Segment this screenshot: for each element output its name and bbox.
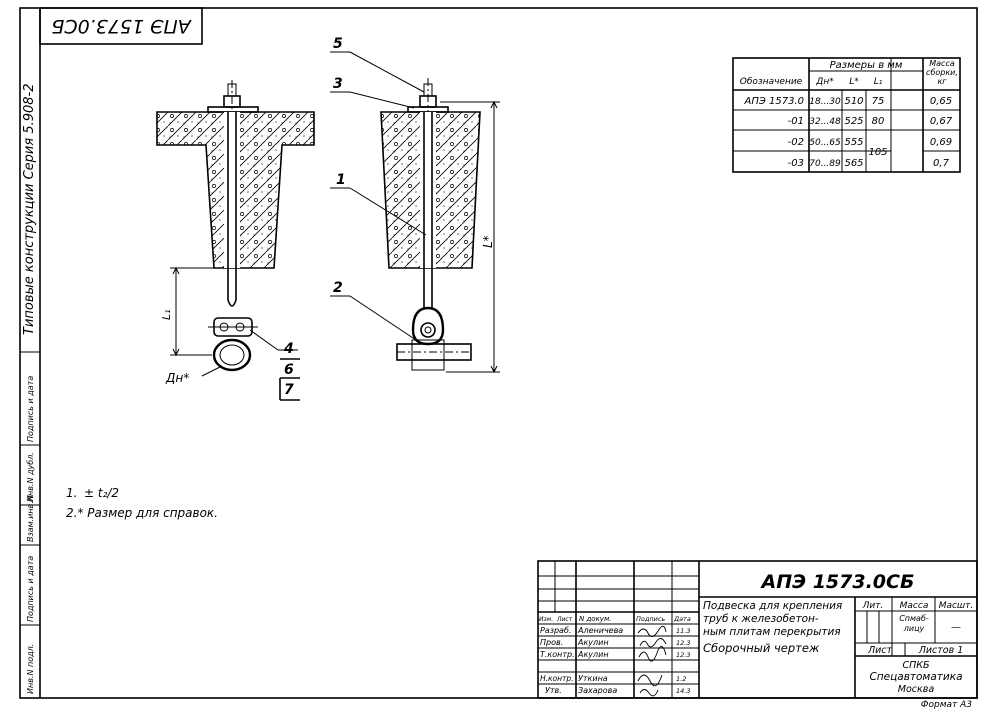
org-2: Москва [898, 684, 935, 695]
pipe-clamp-left [212, 338, 252, 372]
role-3: Подпись [636, 615, 665, 623]
role-0: Изм. [539, 616, 553, 623]
spec-table: Размеры в мм Обозначение Дн* L* L₁ Масса… [732, 57, 961, 173]
person-1-date: 12.3 [676, 639, 690, 647]
strip-label-3: Инв.N дубл. [26, 452, 35, 502]
dim-l1-left: L₁ [160, 309, 173, 320]
spec-r2-c2: 555 [844, 137, 863, 148]
person-0-name: Аленичева [577, 626, 623, 635]
org-1: Спецавтоматика [869, 671, 962, 683]
spec-r1-c1: 32...48 [809, 117, 841, 127]
label-scale: Масшт. [939, 601, 974, 611]
callout-3: 3 [333, 76, 343, 92]
spec-header-group: Размеры в мм [830, 60, 903, 71]
note-1-expr: ± t₂/2 [84, 486, 119, 500]
person-1-name: Акулин [577, 638, 609, 647]
spec-header-2: L* [849, 77, 859, 87]
spec-r1-c3: 80 [872, 116, 885, 127]
label-sheet: Лист [867, 645, 893, 656]
person-1-role: Пров. [540, 638, 563, 647]
person-0-role: Разраб. [540, 626, 571, 635]
callout-5: 5 [333, 36, 343, 52]
role-1: Лист [556, 616, 573, 623]
left-view: L₁ Дн* [156, 80, 315, 385]
callout-1: 1 [336, 172, 346, 188]
strip-label-4: Подпись и дата [26, 376, 35, 442]
person-3-date: 1.2 [676, 675, 686, 683]
spec-r2-c3: 105 [868, 147, 887, 158]
person-3-role: Н.контр. [540, 674, 574, 683]
person-0-date: 11.3 [676, 627, 690, 635]
spec-header-1: Дн* [815, 77, 834, 87]
callout-2: 2 [333, 280, 343, 296]
top-stamp-box [39, 7, 203, 45]
title-desc-3: Сборочный чертеж [703, 641, 820, 655]
spec-r1-c0: -01 [788, 116, 804, 127]
spec-r2-c1: 50...65 [809, 138, 841, 148]
value-scale: Спмаб-лицу [899, 614, 929, 633]
callout-6: 6 [284, 362, 294, 378]
spec-r0-c2: 510 [844, 96, 863, 107]
value-mass: — [951, 622, 961, 633]
label-sheets: Листов 1 [918, 645, 964, 656]
title-desc-2: ным плитам перекрытия [703, 626, 841, 638]
spec-r3-c1: 70...89 [809, 159, 841, 169]
spec-header-0: Обозначение [740, 77, 803, 87]
title-desc-1: труб к железобетон- [703, 613, 819, 625]
person-4-name: Захарова [578, 686, 617, 695]
strip-label-2: Взам.инв.N [26, 495, 35, 542]
callout-4: 4 [283, 341, 294, 357]
hook-right [411, 306, 445, 346]
person-3-name: Уткина [578, 674, 608, 683]
dim-l-star: L* [481, 235, 495, 248]
spec-header-4: Масса сборки, кг [926, 59, 958, 86]
dim-dn: Дн* [165, 371, 189, 385]
strip-label-0: Инв.N подл. [26, 644, 35, 694]
title-designation: АПЭ 1573.0СБ [760, 571, 915, 593]
spec-r1-c4: 0,67 [930, 116, 953, 127]
spec-r0-c3: 75 [872, 96, 885, 107]
spec-header-3: L₁ [874, 77, 883, 87]
spec-r2-c4: 0,69 [930, 137, 952, 148]
strip-label-1: Подпись и дата [26, 556, 35, 622]
callouts-right: 5 3 1 2 [330, 36, 427, 341]
spec-r2-c0: -02 [788, 137, 804, 148]
role-2: N докум. [579, 615, 611, 623]
spec-r3-c2: 565 [844, 158, 863, 169]
spec-r0-c1: 18...30 [809, 97, 841, 107]
right-view: L* [380, 78, 500, 374]
left-strip: Инв.N подл. Подпись и дата Взам.инв.N Ин… [19, 351, 41, 699]
label-mass: Масса [900, 601, 929, 611]
person-4-role: Утв. [545, 686, 562, 695]
person-2-name: Акулин [577, 650, 609, 659]
callout-7: 7 [284, 382, 294, 398]
org-0: СПКБ [902, 660, 930, 671]
spec-r1-c2: 525 [844, 116, 863, 127]
person-4-date: 14.3 [676, 687, 690, 695]
callouts-4-6-7: 4 6 7 [249, 329, 300, 401]
person-2-role: Т.контр. [540, 650, 575, 659]
signatures [637, 625, 667, 697]
label-lit: Лит. [862, 601, 884, 611]
spec-r3-c0: -03 [788, 158, 804, 169]
person-2-date: 12.3 [676, 651, 690, 659]
format-label: Формат А3 [921, 700, 973, 709]
title-desc-0: Подвеска для крепления [703, 600, 842, 612]
series-label: Типовые конструкции Серия 5.908-2 [22, 83, 37, 335]
spec-r0-c0: АПЭ 1573.0 [743, 96, 804, 107]
notes: 1. ± t₂/2 2.* Размер для справок. [66, 486, 218, 520]
note-1-prefix: 1. [66, 486, 77, 500]
title-block: АПЭ 1573.0СБ Подвеска для крепления труб… [537, 560, 978, 709]
role-4: Дата [673, 615, 691, 623]
spec-r0-c4: 0,65 [930, 96, 952, 107]
top-stamp-text: АПЭ 1573.0СБ [51, 15, 192, 37]
spec-r3-c4: 0,7 [933, 158, 950, 169]
note-2: 2.* Размер для справок. [66, 506, 218, 520]
